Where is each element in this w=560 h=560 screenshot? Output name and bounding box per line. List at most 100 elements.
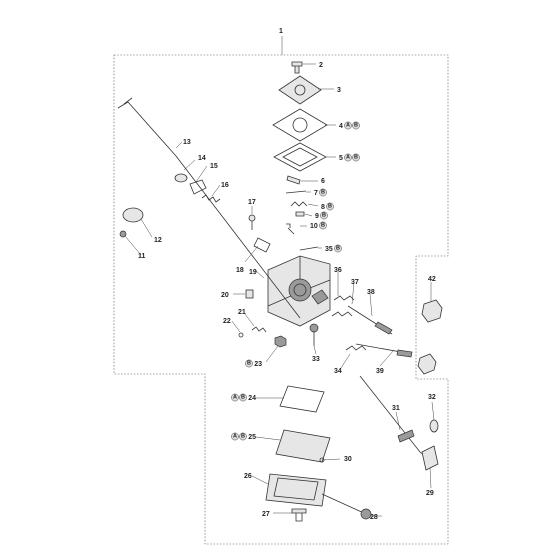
svg-text:B: B [328,204,332,210]
callout-31: 31 [392,405,400,412]
callout-number: 25 [248,434,256,441]
svg-text:A: A [346,155,350,161]
svg-text:A: A [346,123,350,129]
callout-13: 13 [183,139,191,146]
callout-number: 12 [154,237,162,244]
callout-number: 26 [244,473,252,480]
callout-42: 42 [428,276,436,283]
callout-number: 27 [262,511,270,518]
callout-12: 12 [154,237,162,244]
callout-30: 30 [344,456,352,463]
callout-34: 34 [334,368,342,375]
variant-badge-b: B [319,221,327,230]
callout-33: 33 [312,356,320,363]
callout-38: 38 [367,289,375,296]
variant-badge-b: B [319,188,327,197]
callout-18: 18 [236,267,244,274]
callout-26: 26 [244,473,252,480]
svg-text:B: B [322,213,326,219]
variant-badge-b: B [239,393,247,402]
callout-number: 35 [325,246,333,253]
assembly-boundary [113,54,449,545]
callout-number: 17 [248,199,256,206]
callout-19: 19 [249,269,257,276]
svg-text:B: B [241,434,245,440]
callout-number: 5 [339,155,343,162]
callout-number: 3 [337,87,341,94]
variant-badge-b: B [245,359,253,368]
callout-number: 21 [238,309,246,316]
callout-number: 2 [319,62,323,69]
variant-badge-b: B [320,211,328,220]
callout-22: 22 [223,318,231,325]
callout-number: 7 [314,190,318,197]
callout-6: 6 [321,178,325,185]
callout-14: 14 [198,155,206,162]
svg-text:B: B [241,395,245,401]
callout-32: 32 [428,394,436,401]
callout-37: 37 [351,279,359,286]
callout-number: 42 [428,276,436,283]
variant-badge-b: B [326,202,334,211]
callout-39: 39 [376,368,384,375]
variant-badge-a: A [344,153,352,162]
callout-17: 17 [248,199,256,206]
callout-number: 14 [198,155,206,162]
callout-15: 15 [210,163,218,170]
assembly-number: 1 [279,28,283,35]
parts-drawing [117,61,443,522]
svg-text:B: B [354,123,358,129]
svg-text:A: A [233,434,237,440]
variant-badge-b: B [352,153,360,162]
callout-number: 16 [221,182,229,189]
svg-text:B: B [336,246,340,252]
callout-number: 34 [334,368,342,375]
callout-number: 9 [315,213,319,220]
svg-text:A: A [233,395,237,401]
callout-number: 32 [428,394,436,401]
callout-number: 15 [210,163,218,170]
callout-number: 11 [138,253,146,260]
variant-badge-b: B [334,244,342,253]
callout-number: 13 [183,139,191,146]
callout-20: 20 [221,292,229,299]
callout-number: 30 [344,456,352,463]
callout-number: 31 [392,405,400,412]
callout-number: 29 [426,490,434,497]
variant-badge-a: A [344,121,352,130]
callout-number: 8 [321,204,325,211]
variant-badge-b: B [239,432,247,441]
callout-number: 36 [334,267,342,274]
variant-badge-b: B [352,121,360,130]
callout-2: 2 [319,62,323,69]
callout-number: 38 [367,289,375,296]
callout-number: 6 [321,178,325,185]
leader-lines [124,63,435,517]
svg-text:B: B [247,361,251,367]
callout-number: 24 [248,395,256,402]
callout-number: 20 [221,292,229,299]
svg-text:B: B [321,223,325,229]
svg-text:B: B [321,190,325,196]
callout-28: 28 [370,514,378,521]
callout-23: 23B [245,359,262,368]
callout-number: 4 [339,123,343,130]
callout-number: 39 [376,368,384,375]
callout-3: 3 [337,87,341,94]
callout-11: 11 [138,253,146,260]
callout-number: 10 [310,223,318,230]
callout-number: 37 [351,279,359,286]
callout-number: 23 [254,361,262,368]
variant-badge-a: A [231,432,239,441]
callout-number: 19 [249,269,257,276]
callout-21: 21 [238,309,246,316]
